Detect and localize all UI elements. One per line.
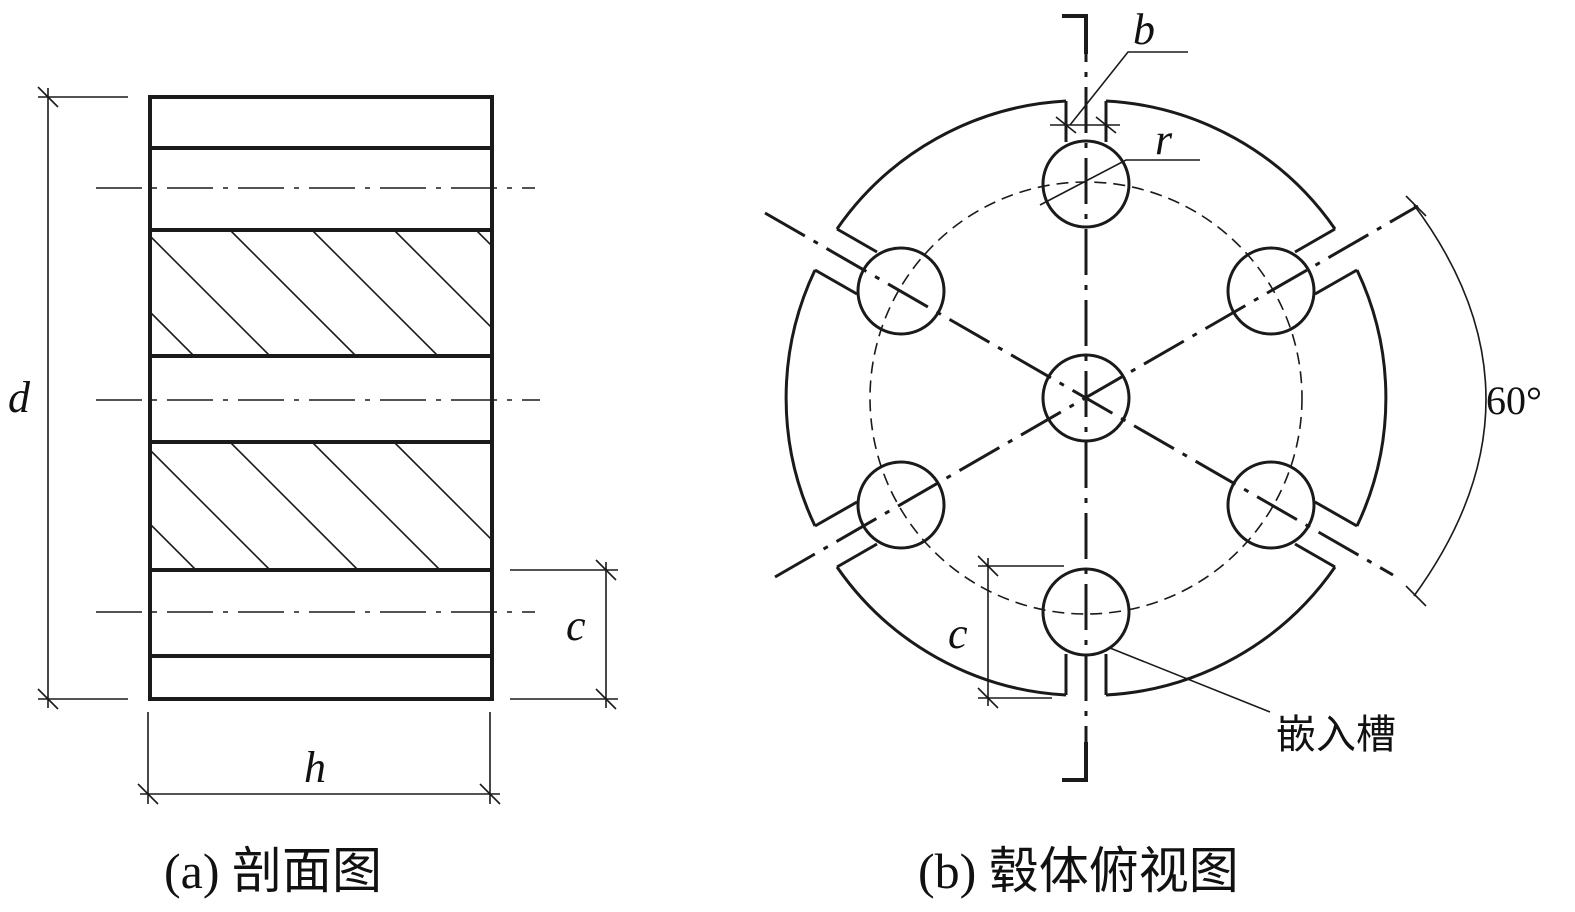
- dimension-d: [37, 86, 128, 710]
- bolt-hole: [856, 246, 946, 336]
- angle-dimension: [1405, 195, 1487, 607]
- groove-leader: [1109, 647, 1271, 713]
- dimension-b: [1050, 51, 1188, 134]
- label-c-right: c: [948, 609, 968, 658]
- section-mark-bottom: [1062, 742, 1088, 782]
- section-outline: [148, 95, 494, 701]
- label-b: b: [1133, 5, 1155, 54]
- bolt-hole: [856, 460, 946, 550]
- hatch-upper: [150, 230, 492, 356]
- label-c: c: [566, 601, 586, 650]
- caption-b: (b) 毂体俯视图: [918, 843, 1239, 899]
- outer-ring: [784, 99, 1388, 697]
- label-r: r: [1155, 115, 1173, 164]
- hub-centerlines: [764, 16, 1419, 780]
- bolt-holes: [856, 139, 1316, 657]
- dimension-h: [137, 712, 501, 805]
- hatch-lower: [150, 442, 492, 570]
- bolt-hole: [1226, 460, 1316, 550]
- hub-top-view: b r c 60° 嵌入槽 (b) 毂体俯视图: [764, 5, 1542, 899]
- groove-label: 嵌入槽: [1276, 712, 1396, 757]
- bolt-hole: [1041, 139, 1131, 229]
- dimension-c: [510, 559, 618, 710]
- label-d: d: [8, 373, 31, 422]
- section-view: d h c (a) 剖面图: [8, 86, 618, 899]
- label-h: h: [304, 743, 326, 792]
- leader-r: [1039, 159, 1200, 206]
- center-hole: [1041, 353, 1131, 443]
- angle-label: 60°: [1486, 378, 1542, 423]
- dimension-c-top-view: [977, 555, 1064, 709]
- slot-walls: [814, 101, 1358, 695]
- caption-a: (a) 剖面图: [164, 843, 382, 899]
- section-mark-top: [1062, 14, 1088, 54]
- bolt-hole: [1226, 246, 1316, 336]
